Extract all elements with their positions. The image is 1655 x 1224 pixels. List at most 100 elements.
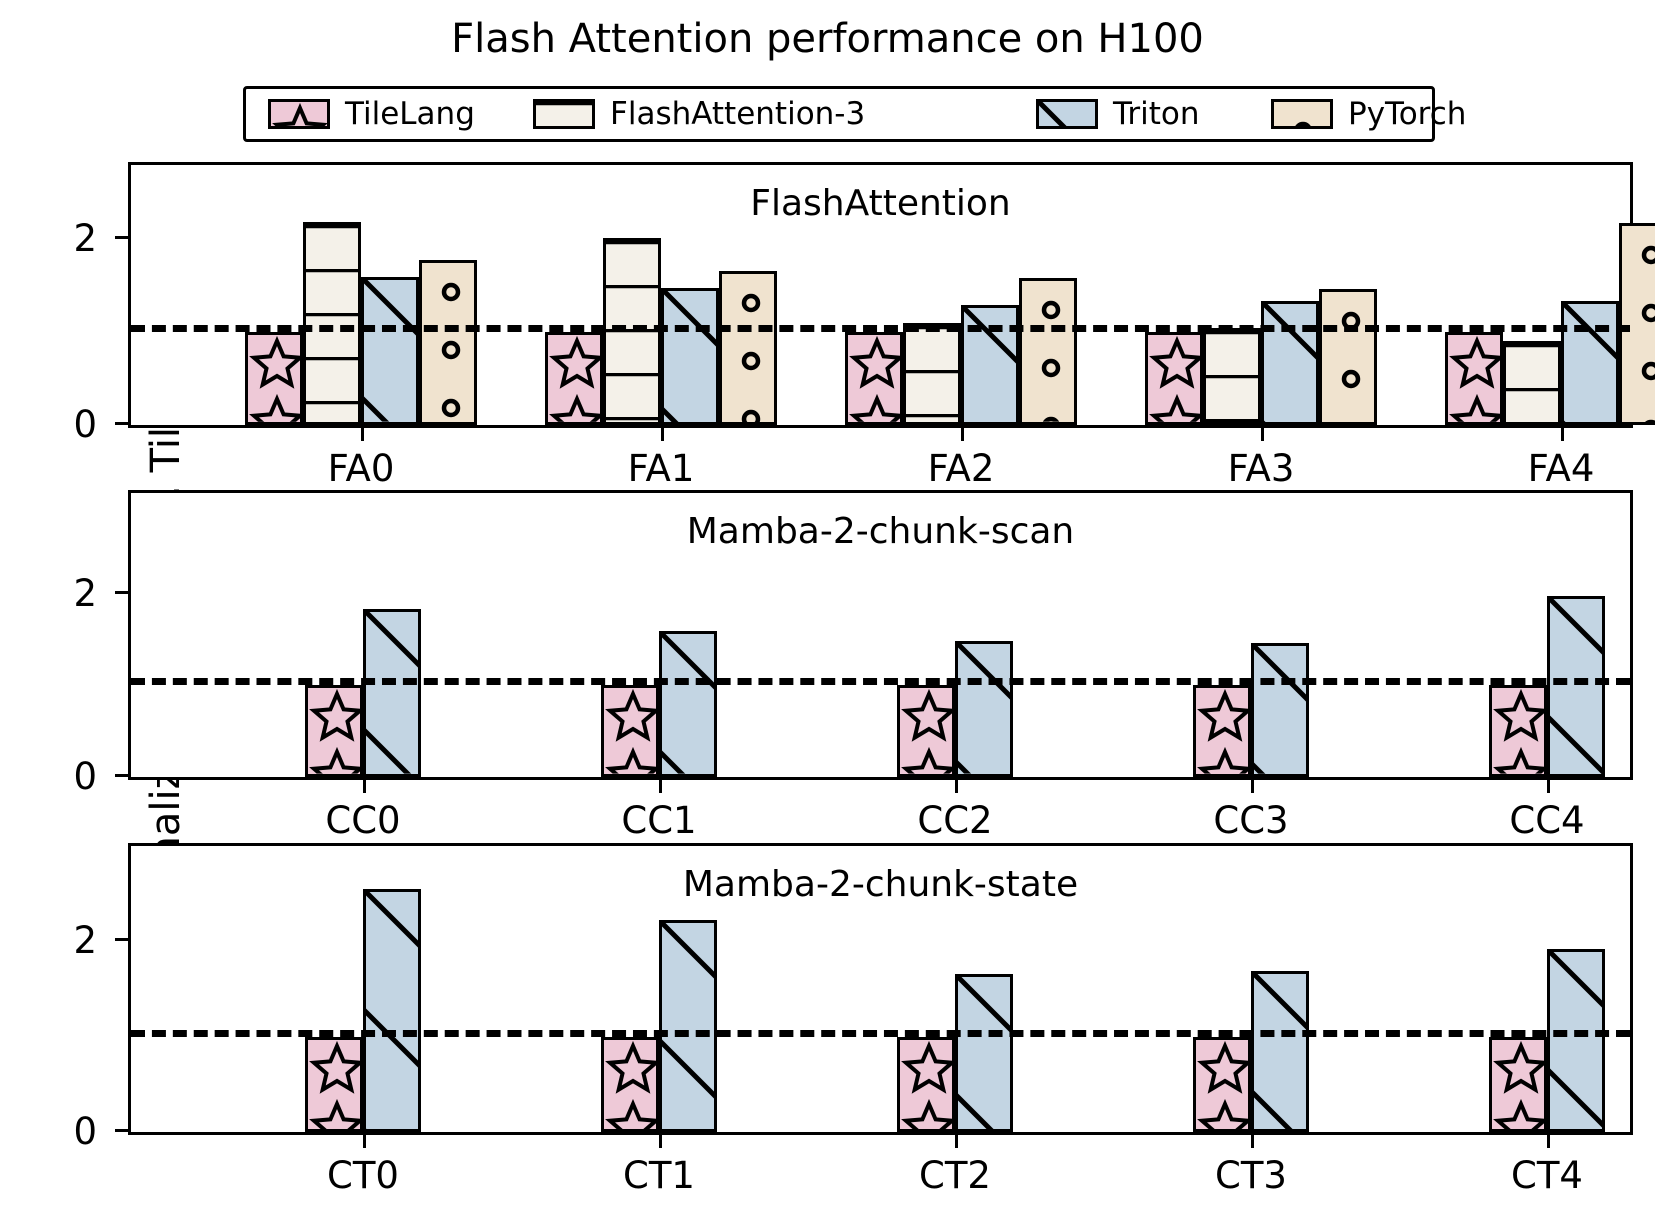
x-tick-mark: [1251, 777, 1254, 793]
bar-cc2-tilelang: [897, 685, 955, 777]
bar-cc3-tilelang: [1193, 685, 1251, 777]
x-tick-mark: [661, 425, 664, 441]
x-tick-mark: [363, 777, 366, 793]
reference-line: [131, 1029, 1630, 1037]
bar-fa1-tilelang: [545, 332, 603, 425]
x-tick-label-fa2: FA2: [927, 447, 995, 490]
legend-entry-pytorch[interactable]: PyTorch: [1271, 89, 1466, 139]
bar-fa4-triton: [1561, 300, 1619, 425]
bar-fa4-tilelang: [1445, 332, 1503, 425]
y-tick-mark: [115, 236, 131, 240]
x-tick-mark: [1547, 1132, 1550, 1148]
bar-cc1-tilelang: [601, 685, 659, 777]
bar-ct1-tilelang: [601, 1036, 659, 1132]
bar-cc3-triton: [1251, 643, 1309, 777]
y-tick-label: 0: [73, 403, 97, 446]
x-tick-mark: [961, 425, 964, 441]
x-tick-label-ct3: CT3: [1215, 1154, 1287, 1197]
x-tick-label-cc1: CC1: [621, 799, 697, 842]
legend-entry-triton[interactable]: Triton: [1036, 89, 1200, 139]
bar-fa2-triton: [961, 305, 1019, 425]
y-tick-mark: [115, 938, 131, 942]
legend-swatch-icon: [533, 99, 595, 129]
bar-cc4-tilelang: [1489, 685, 1547, 777]
x-tick-label-ct1: CT1: [623, 1154, 695, 1197]
y-tick-label: 2: [73, 217, 97, 261]
y-tick-mark: [115, 774, 131, 777]
x-tick-mark: [659, 1132, 662, 1148]
legend-label: FlashAttention-3: [610, 95, 866, 132]
y-tick-mark: [115, 422, 131, 425]
bar-fa2-flashattention-3: [903, 322, 961, 425]
x-tick-mark: [1547, 777, 1550, 793]
bar-cc2-triton: [955, 641, 1013, 777]
y-tick-mark: [115, 590, 131, 594]
y-tick-label: 2: [73, 919, 97, 963]
legend-swatch-icon: [1036, 99, 1098, 129]
x-tick-label-fa3: FA3: [1227, 447, 1295, 490]
bar-ct0-triton: [363, 888, 421, 1132]
bar-ct2-tilelang: [897, 1036, 955, 1132]
legend-swatch-icon: [1271, 99, 1333, 129]
x-tick-label-fa1: FA1: [627, 447, 695, 490]
bar-fa3-flashattention-3: [1203, 327, 1261, 425]
bar-fa2-pytorch: [1019, 278, 1077, 425]
bar-cc4-triton: [1547, 595, 1605, 777]
bar-ct4-triton: [1547, 948, 1605, 1132]
x-tick-label-cc2: CC2: [917, 799, 993, 842]
bar-fa4-pytorch: [1619, 222, 1655, 425]
x-tick-label-cc4: CC4: [1509, 799, 1585, 842]
bar-cc0-tilelang: [305, 685, 363, 777]
subplot-title: FlashAttention: [750, 183, 1011, 224]
y-tick-label: 0: [73, 1110, 97, 1153]
bar-fa4-flashattention-3: [1503, 340, 1561, 425]
x-tick-mark: [1251, 1132, 1254, 1148]
legend-swatch-icon: [268, 99, 330, 129]
x-tick-label-ct2: CT2: [919, 1154, 991, 1197]
bar-ct3-triton: [1251, 970, 1309, 1132]
legend-label: Triton: [1113, 95, 1200, 132]
bar-ct0-tilelang: [305, 1036, 363, 1132]
bar-ct1-triton: [659, 920, 717, 1132]
bar-fa1-pytorch: [719, 270, 777, 425]
bar-fa2-tilelang: [845, 332, 903, 425]
y-tick-label: 2: [73, 571, 97, 615]
x-tick-mark: [1561, 425, 1564, 441]
reference-line: [131, 325, 1630, 333]
plot-area: 0 2 FA0 FA1 FA2: [73, 165, 1655, 487]
bar-ct3-tilelang: [1193, 1036, 1251, 1132]
reference-line: [131, 678, 1630, 686]
bar-fa3-tilelang: [1145, 332, 1203, 425]
bar-fa1-triton: [661, 287, 719, 425]
legend-entry-tilelang[interactable]: TileLang: [268, 89, 475, 139]
y-tick-mark: [115, 1129, 131, 1132]
y-tick-label: 0: [73, 755, 97, 798]
x-tick-label-cc0: CC0: [325, 799, 401, 842]
bar-fa0-triton: [361, 277, 419, 425]
x-tick-mark: [955, 777, 958, 793]
bar-fa3-pytorch: [1319, 289, 1377, 425]
x-tick-mark: [1261, 425, 1264, 441]
bar-cc1-triton: [659, 631, 717, 777]
plot-area: 0 2 CC0 CC1 CC2 CC3: [73, 493, 1630, 839]
bar-fa0-pytorch: [419, 259, 477, 425]
x-tick-label-fa0: FA0: [327, 447, 395, 490]
x-tick-label-ct0: CT0: [327, 1154, 399, 1197]
subplot-mamba2-chunk-state: Mamba-2-chunk-state 0 2 CT0 CT1 CT2 CT3: [73, 843, 1633, 1194]
x-tick-label-cc3: CC3: [1213, 799, 1289, 842]
legend-label: TileLang: [345, 95, 475, 132]
bar-cc0-triton: [363, 609, 421, 777]
subplot-title: Mamba-2-chunk-scan: [686, 511, 1075, 552]
subplot-flashattention: FlashAttention 0 2 FA0 FA1: [73, 162, 1655, 487]
x-tick-mark: [363, 1132, 366, 1148]
subplot-mamba2-chunk-scan: Mamba-2-chunk-scan 0 2 CC0 CC1 CC2 CC3: [73, 490, 1633, 839]
bar-fa0-tilelang: [245, 332, 303, 425]
page-title: Flash Attention performance on H100: [451, 16, 1204, 62]
chart-legend: TileLang FlashAttention-3 Triton PyTorch: [243, 86, 1466, 142]
bar-fa0-flashattention-3: [303, 221, 361, 425]
subplot-title: Mamba-2-chunk-state: [682, 864, 1079, 905]
legend-entry-flashattention-3[interactable]: FlashAttention-3: [533, 89, 865, 139]
bar-fa3-triton: [1261, 300, 1319, 425]
x-tick-mark: [955, 1132, 958, 1148]
plot-area: 0 2 CT0 CT1 CT2 CT3: [73, 846, 1630, 1194]
